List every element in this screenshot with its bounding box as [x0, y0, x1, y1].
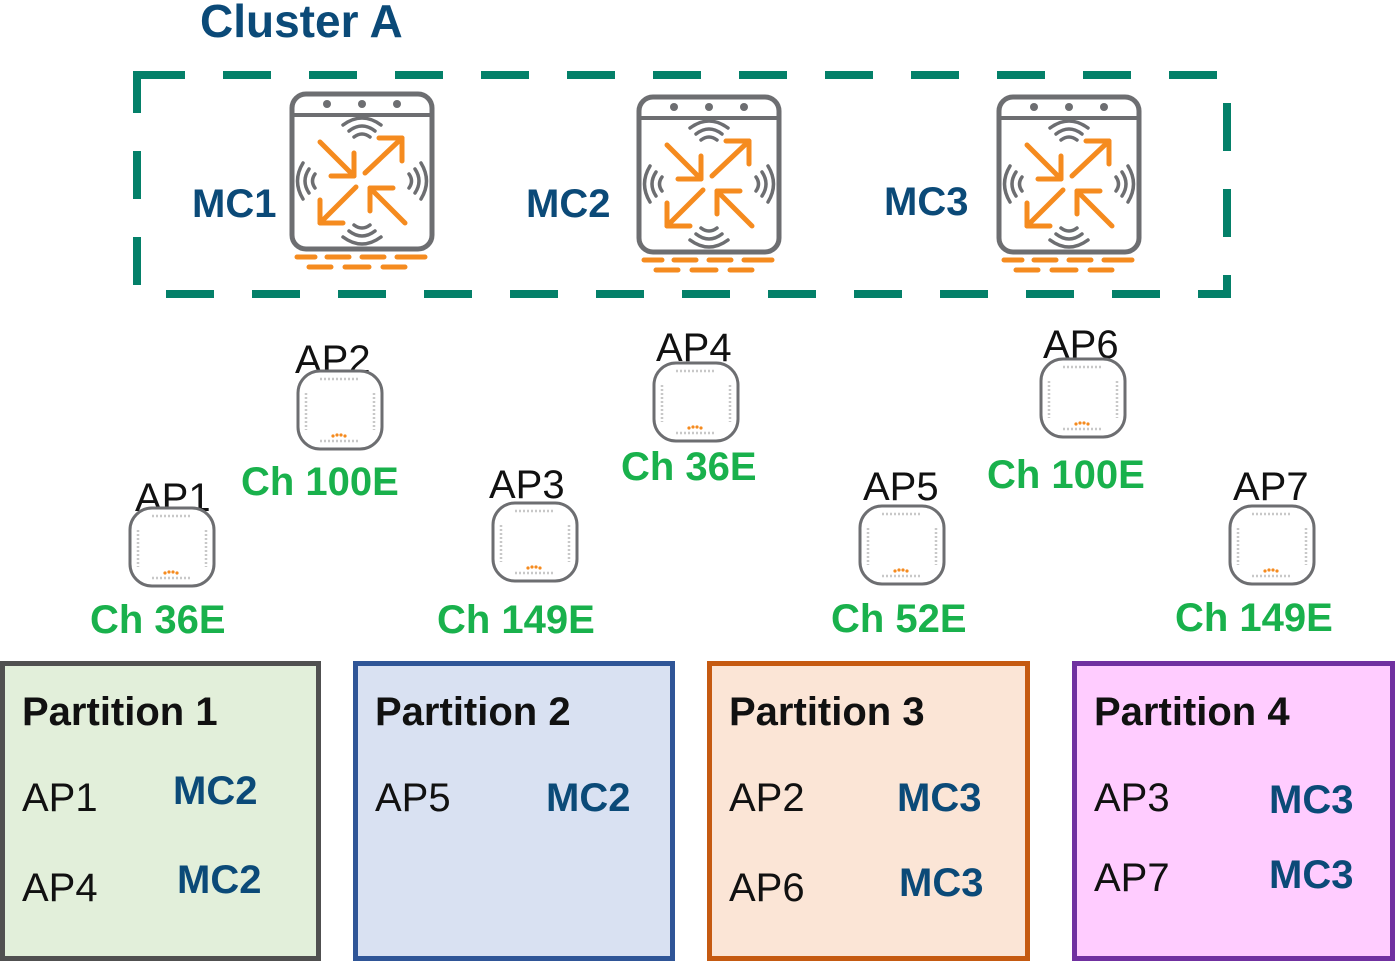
partition-3: Partition 3 AP2 MC3 AP6 MC3	[707, 661, 1030, 961]
partition-ap: AP2	[729, 776, 805, 820]
controller-label-mc2: MC2	[526, 182, 611, 226]
partition-mc: MC2	[177, 858, 262, 902]
channel-label-ap6: Ch 100E	[987, 453, 1145, 497]
controller-icon-mc1	[287, 89, 437, 274]
partition-ap: AP4	[22, 866, 98, 910]
channel-label-ap7: Ch 149E	[1175, 596, 1333, 640]
partition-mc: MC3	[897, 776, 982, 820]
partition-mc: MC3	[1269, 853, 1354, 897]
ap-label-ap5: AP5	[863, 465, 939, 509]
partition-ap: AP1	[22, 776, 98, 820]
partition-title: Partition 1	[22, 690, 218, 734]
ap-label-ap3: AP3	[489, 463, 565, 507]
access-point-icon-ap3	[490, 500, 580, 584]
partition-ap: AP5	[375, 776, 451, 820]
partition-4: Partition 4 AP3 MC3 AP7 MC3	[1072, 661, 1395, 961]
controller-label-mc1: MC1	[192, 182, 277, 226]
channel-label-ap3: Ch 149E	[437, 598, 595, 642]
partition-mc: MC2	[173, 769, 258, 813]
partition-1: Partition 1 AP1 MC2 AP4 MC2	[0, 661, 321, 961]
partition-mc: MC2	[546, 776, 631, 820]
access-point-icon-ap5	[857, 503, 947, 587]
partition-title: Partition 4	[1094, 690, 1290, 734]
channel-label-ap1: Ch 36E	[90, 598, 226, 642]
partition-mc: MC3	[1269, 778, 1354, 822]
channel-label-ap5: Ch 52E	[831, 597, 967, 641]
access-point-icon-ap7	[1227, 503, 1317, 587]
access-point-icon-ap2	[295, 368, 385, 452]
partition-ap: AP3	[1094, 776, 1170, 820]
access-point-icon-ap6	[1038, 356, 1128, 440]
partition-title: Partition 2	[375, 690, 571, 734]
partition-ap: AP6	[729, 866, 805, 910]
access-point-icon-ap1	[127, 505, 217, 589]
partition-ap: AP7	[1094, 856, 1170, 900]
cluster-boundary	[133, 71, 1231, 298]
partition-mc: MC3	[899, 861, 984, 905]
channel-label-ap4: Ch 36E	[621, 445, 757, 489]
access-point-icon-ap4	[651, 360, 741, 444]
cluster-title: Cluster A	[200, 0, 403, 47]
channel-label-ap2: Ch 100E	[241, 460, 399, 504]
controller-label-mc3: MC3	[884, 180, 969, 224]
partition-title: Partition 3	[729, 690, 925, 734]
ap-label-ap7: AP7	[1233, 465, 1309, 509]
controller-icon-mc2	[634, 92, 784, 277]
partition-2: Partition 2 AP5 MC2	[353, 661, 675, 961]
controller-icon-mc3	[994, 92, 1144, 277]
ap-label-ap4: AP4	[656, 326, 732, 370]
